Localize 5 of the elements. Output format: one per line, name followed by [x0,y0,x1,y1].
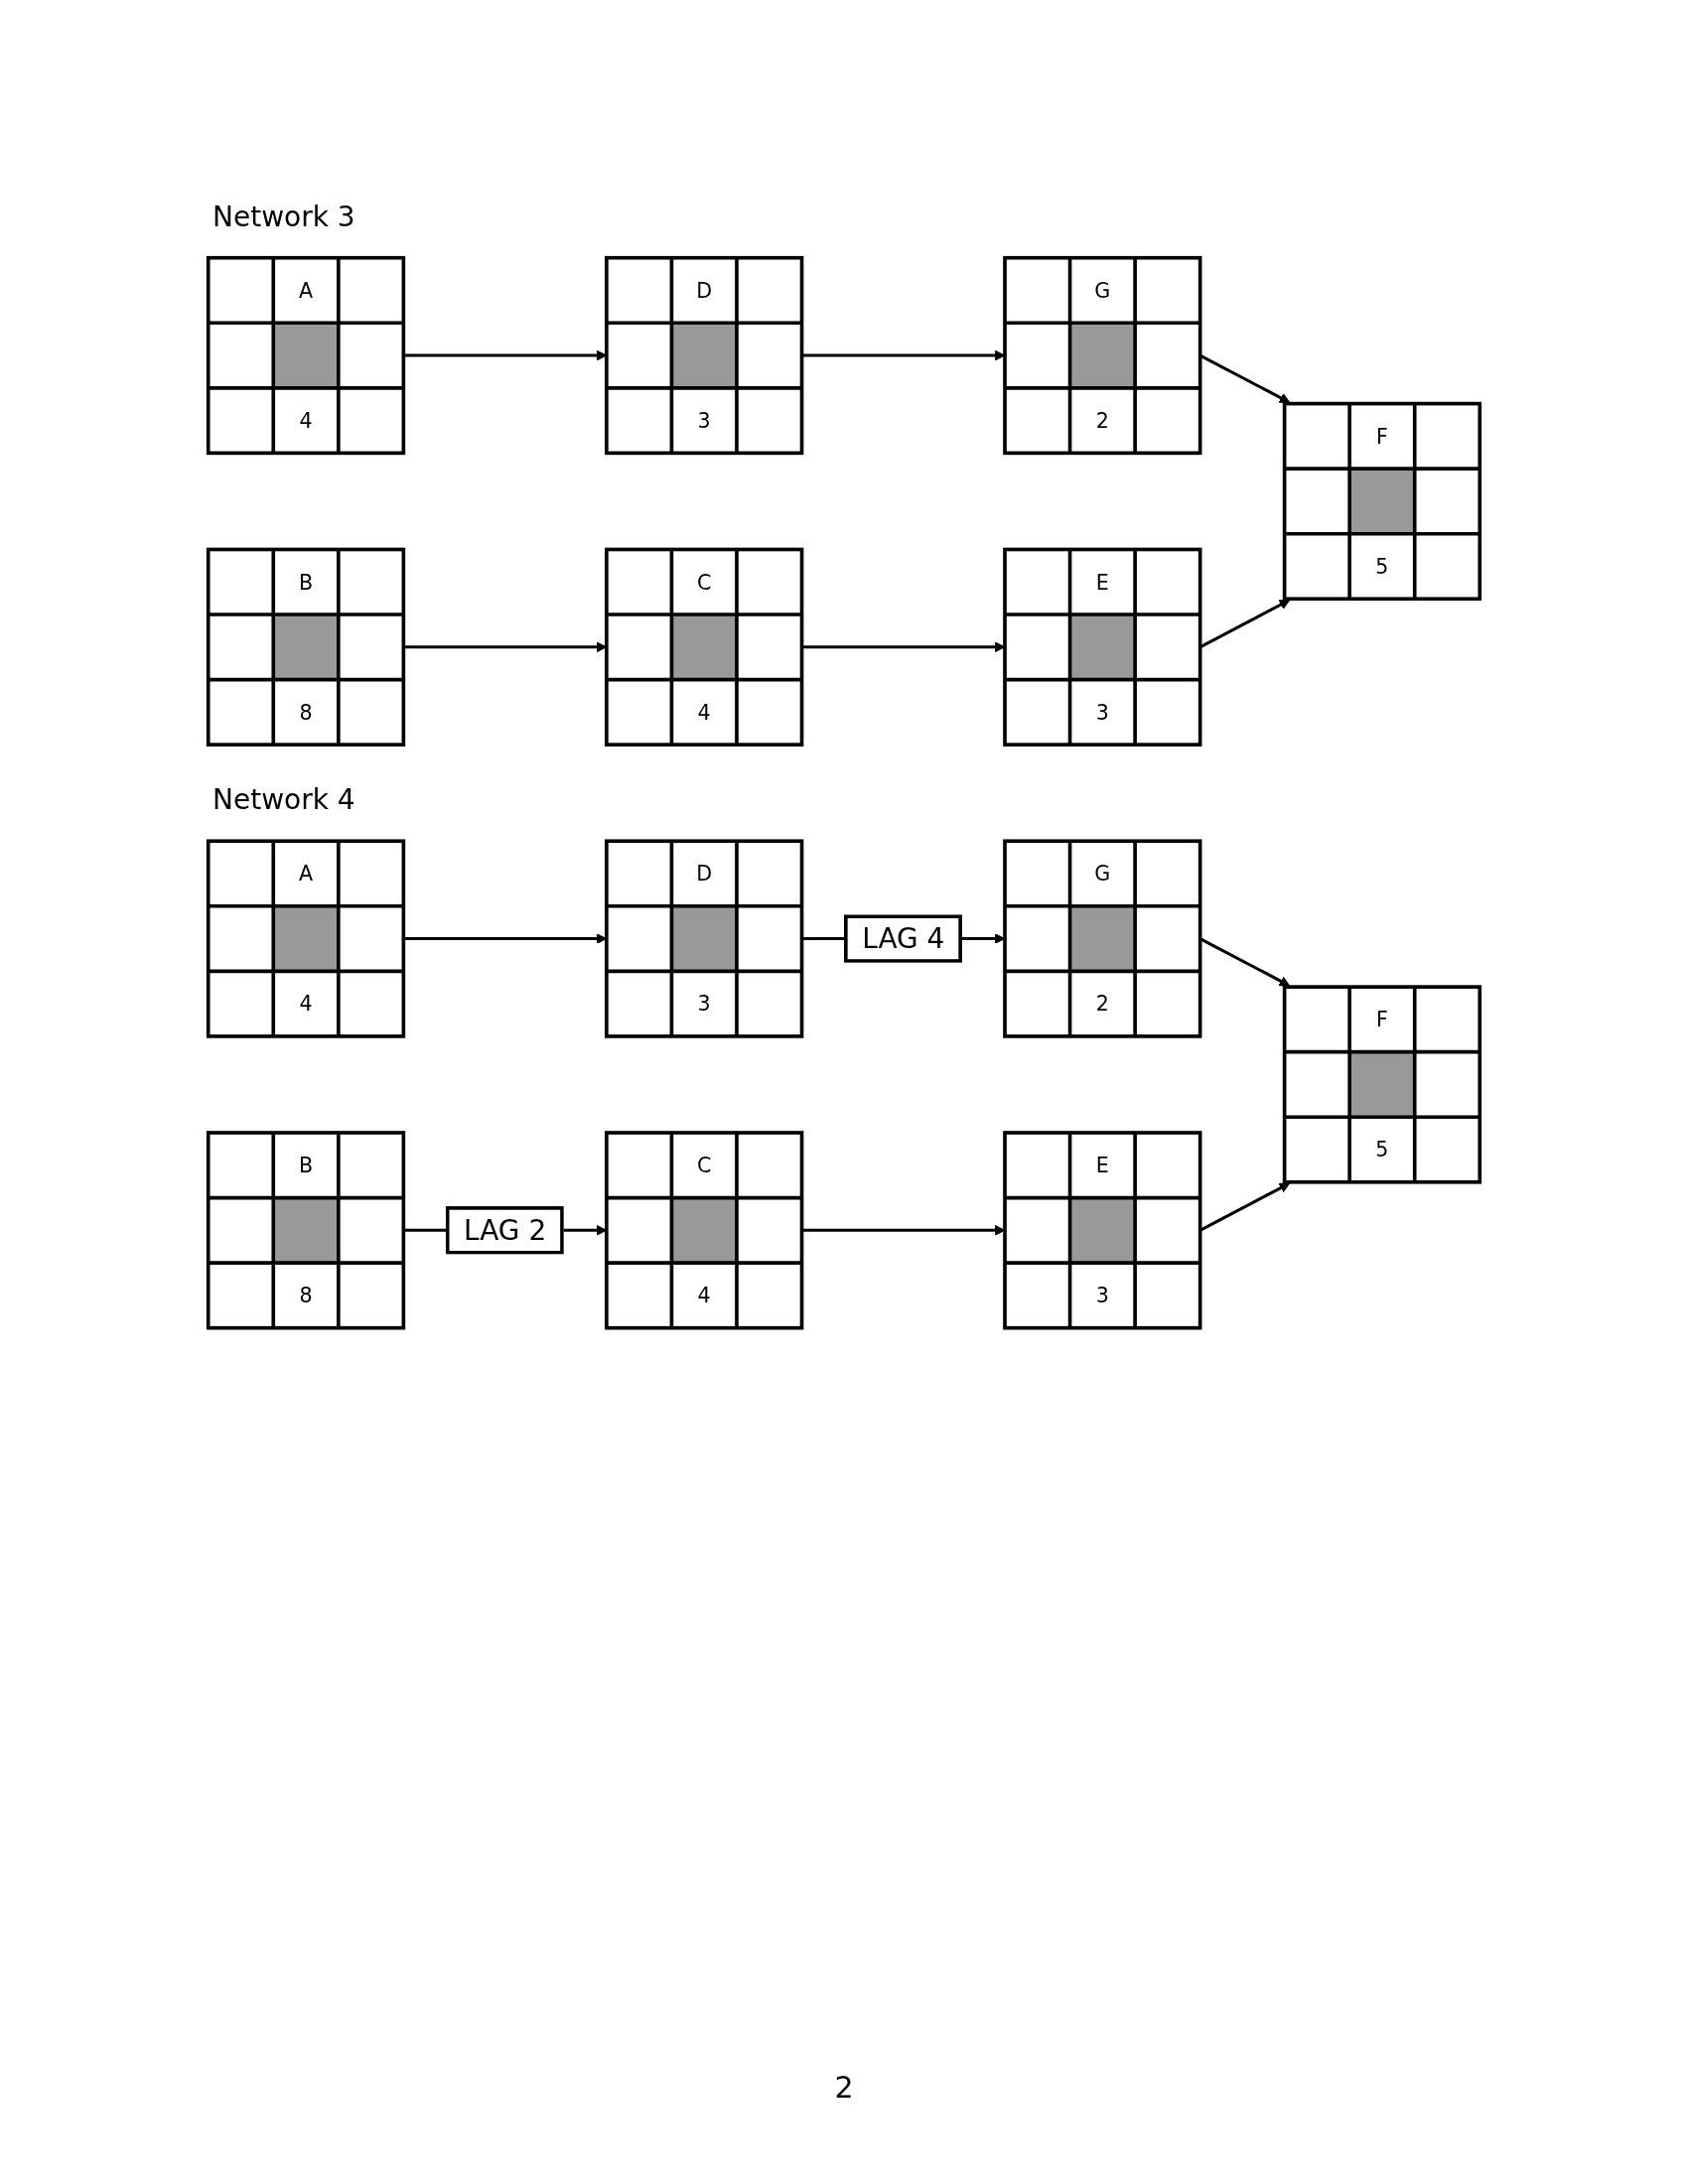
section-heading: Network 4 [212,783,355,816]
page-number: 2 [834,2070,854,2105]
edge-label: LAG 2 [464,1214,547,1247]
edge-label: LAG 4 [862,922,945,955]
section-heading: Network 3 [212,201,355,233]
